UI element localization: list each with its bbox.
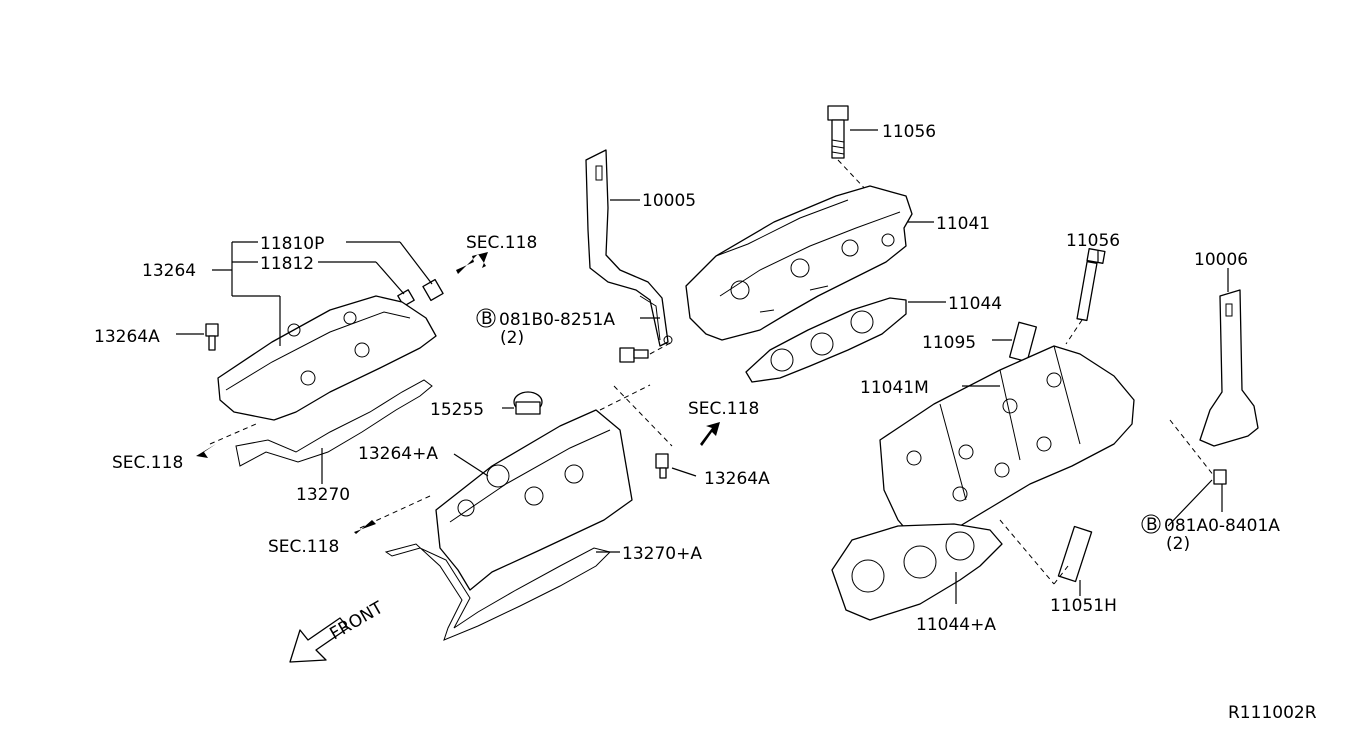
label-11095: 11095 [922, 333, 976, 353]
sec-arrows [196, 252, 720, 534]
circle-b-right-letter: B [1146, 515, 1158, 535]
bolt-13264a-right-drawing [599, 384, 697, 479]
circle-b-markers [476, 308, 1161, 534]
cylinder-head-11041m-drawing [879, 345, 1135, 547]
label-13264a-right: 13264A [704, 469, 770, 489]
bracket-10006-drawing [1199, 268, 1259, 447]
head-gasket-11044-drawing [745, 297, 946, 383]
label-sec118-left: SEC.118 [112, 453, 183, 473]
label-bolt-081a0-qty: (2) [1166, 534, 1190, 554]
rocker-cover-13264-drawing [217, 295, 437, 421]
label-11041m: 11041M [860, 378, 929, 398]
label-15255: 15255 [430, 400, 484, 420]
pcv-valve-drawing [397, 278, 444, 307]
rocker-cover-13264-plus-a-drawing [435, 409, 633, 591]
bolt-081b0-drawing [619, 341, 673, 363]
bolt-11056-right-drawing [1065, 248, 1106, 345]
label-13270-plus-a: 13270+A [622, 544, 702, 564]
label-11056-top: 11056 [882, 122, 936, 142]
diagram-code: R111002R [1228, 703, 1317, 723]
label-front: FRONT [327, 598, 388, 645]
circle-b-left-letter: B [481, 309, 493, 329]
bolt-11051h-drawing [999, 519, 1093, 585]
label-10006: 10006 [1194, 250, 1248, 270]
label-11056-right: 11056 [1066, 231, 1120, 251]
bolt-13264a-left-drawing [176, 323, 219, 351]
label-11810p: 11810P [260, 234, 324, 254]
label-sec118-top: SEC.118 [466, 233, 537, 253]
front-arrow [289, 617, 349, 663]
gasket-13270-plus-a-drawing [384, 543, 620, 641]
label-11051h: 11051H [1050, 596, 1117, 616]
gasket-13270-drawing [235, 379, 433, 484]
label-13264: 13264 [142, 261, 196, 281]
label-bolt-081b0: 081B0-8251A [499, 310, 615, 330]
head-gasket-11044-plus-a-drawing [831, 523, 1003, 621]
label-sec118-mid: SEC.118 [688, 399, 759, 419]
leader-lines [209, 199, 1213, 596]
label-bolt-081a0: 081A0-8401A [1164, 516, 1280, 536]
label-sec118-bottom: SEC.118 [268, 537, 339, 557]
label-11044: 11044 [948, 294, 1002, 314]
bolt-081a0-drawing [1169, 419, 1227, 512]
oil-filler-cap-15255-drawing [502, 391, 543, 415]
dowel-11095-drawing [992, 321, 1038, 363]
label-13264a-left: 13264A [94, 327, 160, 347]
label-10005: 10005 [642, 191, 696, 211]
label-13264-plus-a: 13264+A [358, 444, 438, 464]
label-11812: 11812 [260, 254, 314, 274]
label-11041: 11041 [936, 214, 990, 234]
cylinder-head-11041-drawing [685, 185, 913, 341]
bolt-11056-top-drawing [827, 105, 878, 193]
label-13270: 13270 [296, 485, 350, 505]
label-11044-plus-a: 11044+A [916, 615, 996, 635]
label-bolt-081b0-qty: (2) [500, 328, 524, 348]
